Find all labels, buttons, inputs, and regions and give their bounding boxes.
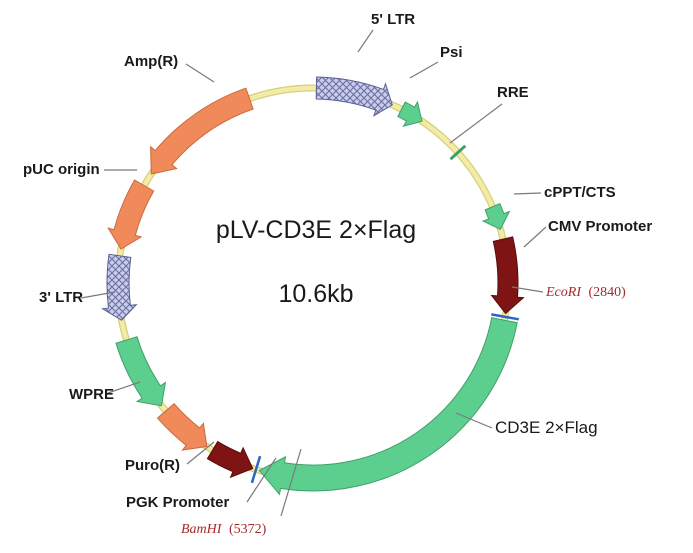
leader-psi xyxy=(409,61,439,79)
feature-cd3e-arrow xyxy=(258,317,518,496)
site-bamhi-enzyme: BamHI xyxy=(181,522,223,537)
leader-ltr5 xyxy=(357,29,374,53)
label-amp: Amp(R) xyxy=(124,53,178,70)
plasmid-size: 10.6kb xyxy=(278,280,353,308)
leader-ecori xyxy=(511,286,544,293)
label-cmv: CMV Promoter xyxy=(548,218,652,235)
site-bamhi-label: BamHI (5372) xyxy=(181,522,267,537)
feature-cmv-arrow xyxy=(490,236,525,315)
site-bamhi-mark xyxy=(250,455,262,484)
feature-wpre-arrow xyxy=(115,336,167,407)
leader-amp xyxy=(185,63,215,83)
label-ltr5: 5' LTR xyxy=(371,11,415,28)
label-rre: RRE xyxy=(497,84,529,101)
feature-ltr3-arrow xyxy=(101,253,138,321)
leader-wpre xyxy=(107,381,141,394)
label-puro: Puro(R) xyxy=(125,457,180,474)
feature-amp-arrow xyxy=(150,87,254,175)
feature-puc-arrow xyxy=(107,179,155,250)
label-psi: Psi xyxy=(440,44,463,61)
plasmid-name: pLV-CD3E 2×Flag xyxy=(216,216,416,244)
label-ltr3: 3' LTR xyxy=(39,289,83,306)
leader-rre xyxy=(449,103,503,144)
leader-cmv xyxy=(523,226,547,248)
site-bamhi-position: (5372) xyxy=(229,522,267,537)
site-ecori-mark xyxy=(491,313,520,321)
label-puc: pUC origin xyxy=(23,161,100,178)
feature-psi-arrow xyxy=(397,100,423,127)
label-cd3e: CD3E 2×Flag xyxy=(495,418,598,437)
feature-rre-mark xyxy=(449,144,467,161)
leader-bamhi xyxy=(280,448,302,517)
site-ecori-enzyme: EcoRI xyxy=(545,285,582,300)
site-ecori-label: EcoRI (2840) xyxy=(545,285,626,300)
site-ecori-position: (2840) xyxy=(588,285,626,300)
feature-cppt-arrow xyxy=(481,203,511,230)
label-cppt: cPPT/CTS xyxy=(544,184,616,201)
label-wpre: WPRE xyxy=(69,386,114,403)
feature-puro-arrow xyxy=(156,402,208,451)
leader-cppt xyxy=(513,192,542,195)
features-layer xyxy=(101,76,525,496)
leader-puro xyxy=(186,441,215,465)
label-pgk: PGK Promoter xyxy=(126,494,230,511)
leaders-layer xyxy=(80,29,547,517)
leader-ltr3 xyxy=(80,291,116,299)
feature-ltr5-arrow xyxy=(315,76,393,117)
feature-pgk-arrow xyxy=(206,440,254,479)
leader-cd3e xyxy=(455,412,493,429)
leader-pgk xyxy=(246,457,277,503)
